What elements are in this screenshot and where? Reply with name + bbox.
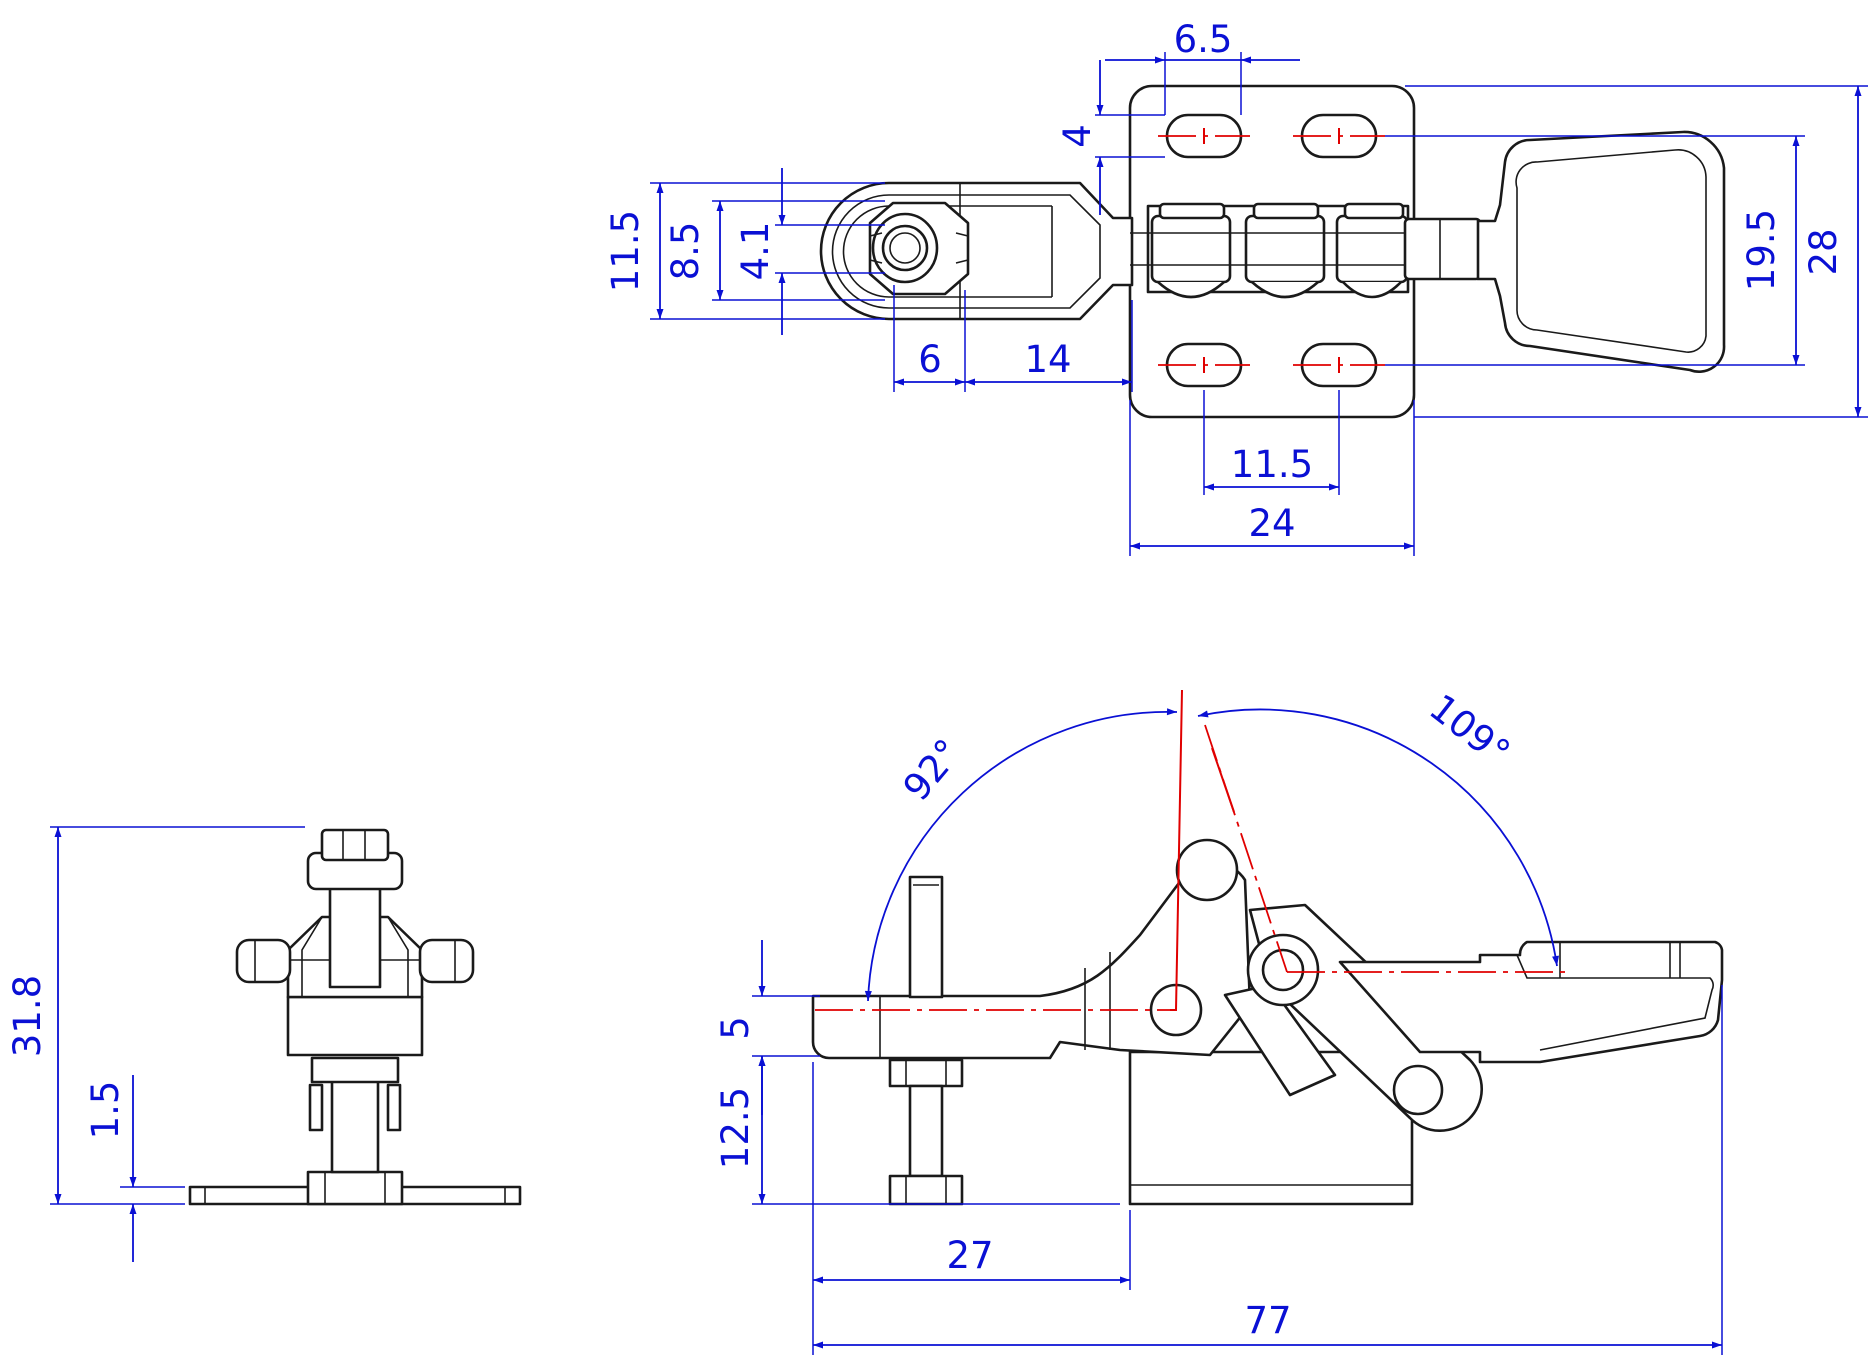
top-view-dimensions: 6.5 4 11.5 8.5 4.1 6 14 11.5	[604, 18, 1868, 556]
dim-arm-gap: 14	[1024, 338, 1071, 381]
top-view	[819, 84, 1726, 419]
dim-spindle-offset: 6	[918, 338, 942, 381]
spindle-hex-nut	[868, 201, 970, 296]
dim-base-thickness: 1.5	[84, 1081, 127, 1140]
dim-overall-length: 77	[1244, 1299, 1291, 1342]
dim-clamp-slot-width: 8.5	[664, 222, 707, 281]
clamp-arm	[819, 181, 1134, 321]
end-view-dimensions: 31.8 1.5	[6, 826, 305, 1262]
dim-base-width: 24	[1248, 502, 1295, 545]
mounting-slots	[1158, 113, 1385, 388]
dim-slot-offset-y: 4	[1056, 124, 1099, 148]
dim-overall-height: 31.8	[6, 975, 49, 1057]
dim-spindle-reach: 27	[946, 1234, 993, 1277]
dim-base-depth: 28	[1802, 228, 1845, 275]
dim-slot-pitch-x: 6.5	[1174, 18, 1233, 61]
dim-handle-width: 19.5	[1740, 209, 1783, 291]
dim-spindle-dia: 4.1	[734, 222, 777, 281]
dim-arm-height: 12.5	[714, 1087, 757, 1169]
dim-arm-thickness: 5	[714, 1016, 757, 1040]
dim-open-angle-handle: 109°	[1421, 686, 1518, 775]
dim-hole-spacing: 11.5	[1231, 443, 1313, 486]
end-view	[188, 828, 522, 1206]
dim-clamp-arm-width: 11.5	[604, 210, 647, 292]
handle	[1476, 130, 1726, 373]
linkage-barrels	[1130, 202, 1495, 299]
